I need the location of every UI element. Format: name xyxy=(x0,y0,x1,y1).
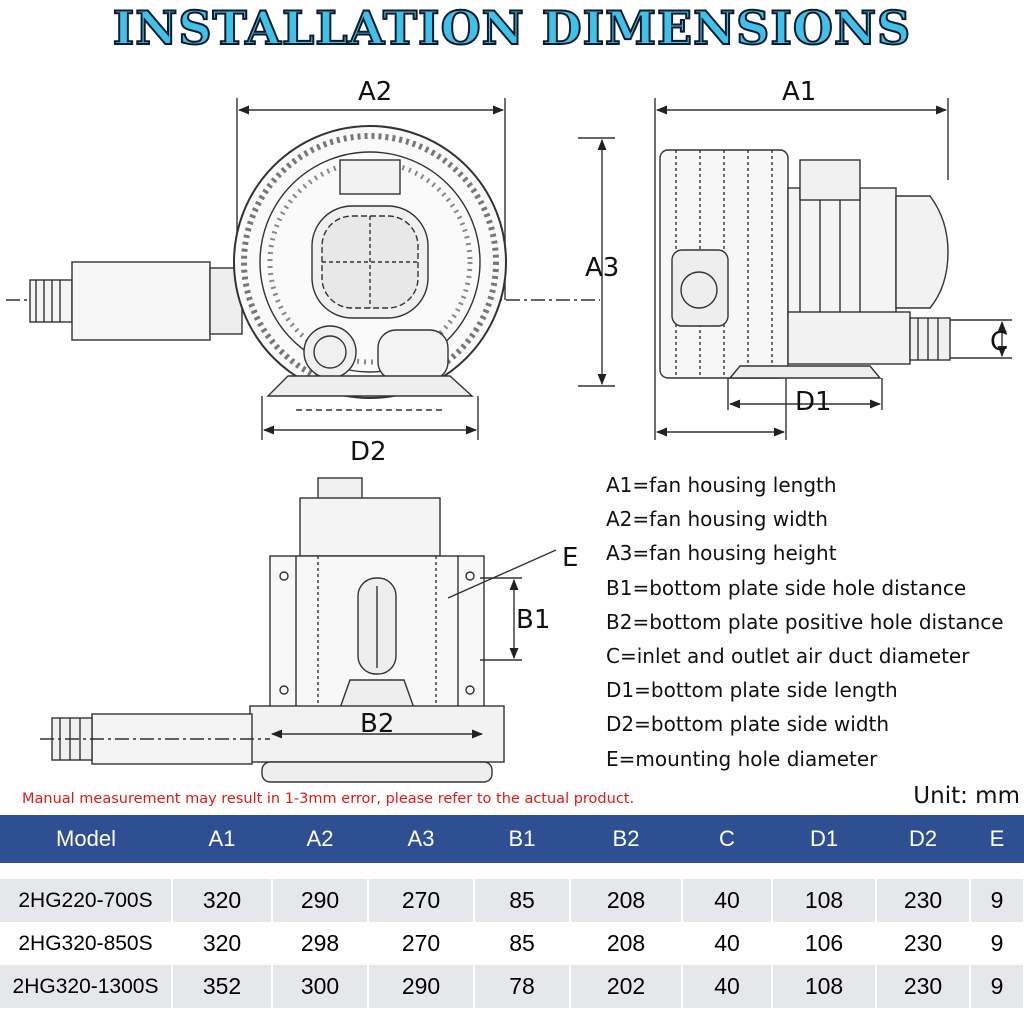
legend-item: A3=fan housing height xyxy=(606,541,837,566)
label-d1: D1 xyxy=(795,387,832,417)
table-cell: 230 xyxy=(876,879,971,922)
col-header-b1: B1 xyxy=(474,815,570,863)
table-cell: 230 xyxy=(876,965,971,1008)
table-cell: 320 xyxy=(172,879,273,922)
table-row: 2HG320-1300S 352 300 290 78 202 40 108 2… xyxy=(0,965,1024,1008)
table-header-row: Model A1 A2 A3 B1 B2 C D1 D2 E xyxy=(0,815,1024,863)
col-header-e: E xyxy=(970,815,1024,863)
col-header-c: C xyxy=(682,815,772,863)
label-a1: A1 xyxy=(782,77,816,107)
label-e: E xyxy=(562,543,578,573)
col-header-a2: A2 xyxy=(272,815,368,863)
table-cell: 270 xyxy=(368,879,475,922)
table-cell: 208 xyxy=(570,879,683,922)
table-cell: 270 xyxy=(368,922,475,965)
table-cell: 2HG320-850S xyxy=(0,922,173,965)
legend-item: B1=bottom plate side hole distance xyxy=(606,575,967,600)
front-view-drawing xyxy=(6,98,600,440)
table-cell: 9 xyxy=(970,879,1024,922)
page-title: INSTALLATION DIMENSIONS xyxy=(112,0,912,56)
table-cell: 230 xyxy=(876,922,971,965)
table-cell: 85 xyxy=(474,879,571,922)
table-cell: 300 xyxy=(272,965,369,1008)
table-cell: 40 xyxy=(682,965,773,1008)
table-cell: 108 xyxy=(772,879,877,922)
legend-item: E=mounting hole diameter xyxy=(606,746,878,771)
col-header-b2: B2 xyxy=(570,815,682,863)
table-cell: 352 xyxy=(172,965,273,1008)
table-cell: 9 xyxy=(970,922,1024,965)
table-cell: 202 xyxy=(570,965,683,1008)
legend-item: C=inlet and outlet air duct diameter xyxy=(606,644,970,669)
legend-item: D2=bottom plate side width xyxy=(606,712,890,737)
col-header-model: Model xyxy=(0,815,172,863)
technical-drawing: A2 A1 A3 C D1 D2 E B1 B2 xyxy=(6,77,1012,783)
col-header-d1: D1 xyxy=(772,815,876,863)
side-view-drawing xyxy=(654,98,1012,440)
col-header-d2: D2 xyxy=(876,815,970,863)
table-cell: 40 xyxy=(682,879,773,922)
label-c: C xyxy=(990,327,1008,357)
table-cell: 108 xyxy=(772,965,877,1008)
table-cell: 320 xyxy=(172,922,273,965)
legend-item: A2=fan housing width xyxy=(606,507,828,532)
label-b1: B1 xyxy=(516,605,550,635)
dimension-legend: A1=fan housing length A2=fan housing wid… xyxy=(606,468,1020,776)
spec-table: Model A1 A2 A3 B1 B2 C D1 D2 E 2HG220-70… xyxy=(0,815,1024,1008)
table-cell: 208 xyxy=(570,922,683,965)
legend-item: B2=bottom plate positive hole distance xyxy=(606,609,1004,634)
unit-label: Unit: mm xyxy=(913,783,1020,809)
table-cell: 290 xyxy=(272,879,369,922)
col-header-a3: A3 xyxy=(368,815,474,863)
table-cell: 85 xyxy=(474,922,571,965)
col-header-a1: A1 xyxy=(172,815,272,863)
table-row: 2HG320-850S 320 298 270 85 208 40 106 23… xyxy=(0,922,1024,965)
table-cell: 2HG220-700S xyxy=(0,879,173,922)
table-cell: 290 xyxy=(368,965,475,1008)
label-b2: B2 xyxy=(360,709,394,739)
label-a2: A2 xyxy=(358,77,392,107)
legend-item: A1=fan housing length xyxy=(606,473,837,497)
legend-item: D1=bottom plate side length xyxy=(606,678,898,703)
table-cell: 106 xyxy=(772,922,877,965)
table-row: 2HG220-700S 320 290 270 85 208 40 108 23… xyxy=(0,879,1024,922)
measurement-note: Manual measurement may result in 1-3mm e… xyxy=(22,791,635,807)
header-gap xyxy=(0,863,1024,879)
label-d2: D2 xyxy=(350,437,387,467)
bottom-view-drawing xyxy=(40,477,557,783)
table-cell: 40 xyxy=(682,922,773,965)
label-a3: A3 xyxy=(585,253,619,283)
table-cell: 9 xyxy=(970,965,1024,1008)
table-cell: 78 xyxy=(474,965,571,1008)
table-cell: 2HG320-1300S xyxy=(0,965,173,1008)
table-cell: 298 xyxy=(272,922,369,965)
